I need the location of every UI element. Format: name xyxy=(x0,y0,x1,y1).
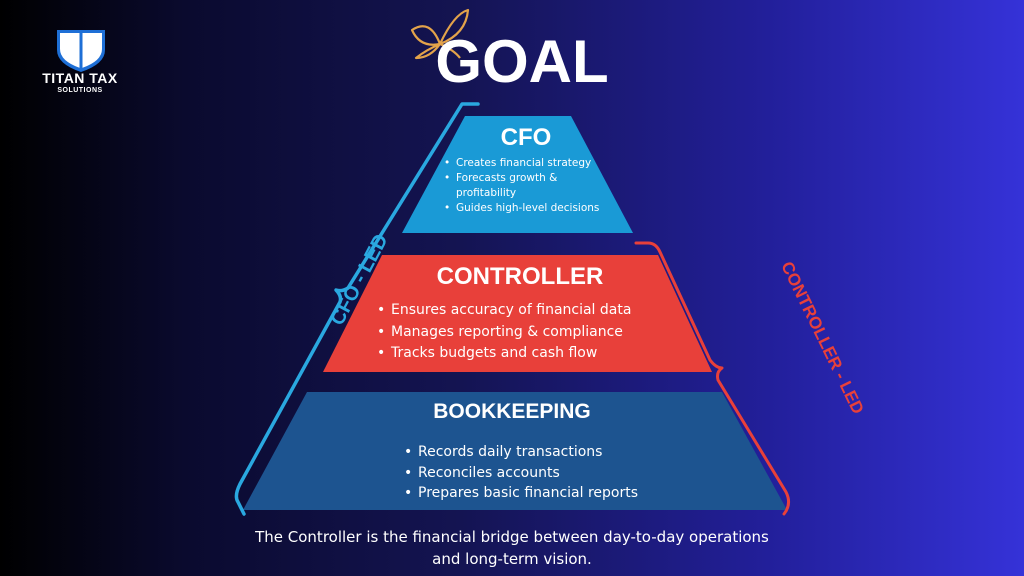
list-item: Forecasts growth & profitability xyxy=(444,171,614,201)
controller-led-bracket xyxy=(634,241,791,516)
controller-bullet-list: Ensures accuracy of financial data Manag… xyxy=(377,300,657,365)
bookkeeping-tier-title: BOOKKEEPING xyxy=(433,400,591,423)
brand-subtitle: SOLUTIONS xyxy=(57,87,103,94)
list-item: Manages reporting & compliance xyxy=(377,322,657,344)
brand-logo xyxy=(57,30,105,72)
list-item: Reconciles accounts xyxy=(404,463,684,484)
caption: The Controller is the financial bridge b… xyxy=(212,526,812,570)
list-item: Ensures accuracy of financial data xyxy=(377,300,657,322)
cfo-bullet-list: Creates financial strategy Forecasts gro… xyxy=(444,156,614,216)
brand-name: TITAN TAX xyxy=(42,70,118,86)
bookkeeping-bullet-list: Records daily transactions Reconciles ac… xyxy=(404,442,684,504)
caption-line-2: and long-term vision. xyxy=(432,550,592,568)
list-item: Prepares basic financial reports xyxy=(404,483,684,504)
cfo-tier-title: CFO xyxy=(500,124,552,151)
list-item: Tracks budgets and cash flow xyxy=(377,343,657,365)
cfo-led-bracket xyxy=(234,102,480,516)
butterfly-icon xyxy=(410,8,470,60)
list-item: Creates financial strategy xyxy=(444,156,614,171)
list-item: Guides high-level decisions xyxy=(444,201,614,216)
controller-tier-title: CONTROLLER xyxy=(436,263,604,290)
page-title: GOAL xyxy=(435,28,609,95)
list-item: Records daily transactions xyxy=(404,442,684,463)
shield-icon xyxy=(57,30,105,72)
caption-line-1: The Controller is the financial bridge b… xyxy=(255,528,769,546)
